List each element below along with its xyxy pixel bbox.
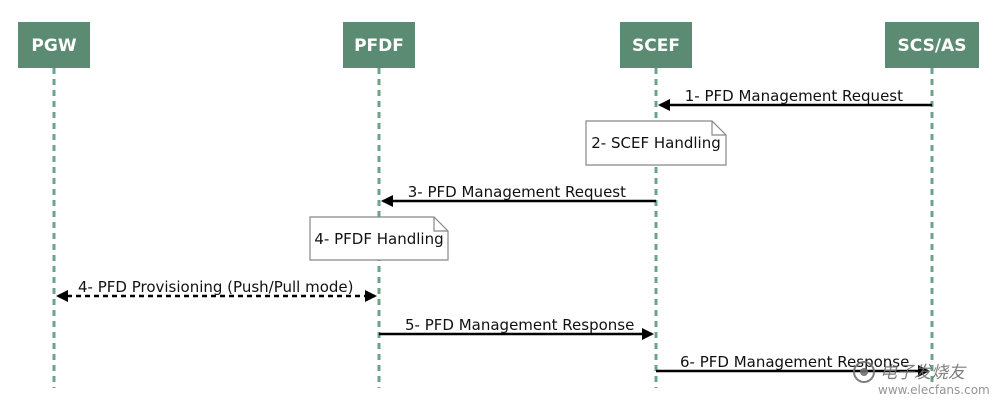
note-pfdf-handling: 4- PFDF Handling: [309, 216, 449, 261]
message-4-label: 4- PFD Provisioning (Push/Pull mode): [78, 278, 354, 296]
note-scef-handling: 2- SCEF Handling: [585, 120, 727, 166]
note-pfdf-handling-label: 4- PFDF Handling: [314, 230, 443, 248]
participant-pfdf: PFDF: [343, 22, 415, 68]
message-5: 5- PFD Management Response: [379, 316, 654, 340]
participant-scs-label: SCS/AS: [898, 36, 967, 56]
watermark: 电子发烧友 www.elecfans.com: [853, 361, 990, 397]
participant-pgw: PGW: [18, 22, 90, 68]
participant-scef-label: SCEF: [632, 36, 680, 56]
message-1-label: 1- PFD Management Request: [685, 87, 903, 105]
participant-pgw-label: PGW: [31, 36, 76, 56]
message-3-label: 3- PFD Management Request: [408, 183, 626, 201]
watermark-logo-text: 电子发烧友: [880, 363, 967, 383]
message-6-label: 6- PFD Management Response: [680, 353, 909, 371]
message-3: 3- PFD Management Request: [381, 183, 656, 207]
watermark-url: www.elecfans.com: [878, 383, 990, 397]
participant-pfdf-label: PFDF: [354, 36, 404, 56]
note-scef-handling-label: 2- SCEF Handling: [591, 134, 720, 152]
participant-scef: SCEF: [620, 22, 692, 68]
participant-scs: SCS/AS: [885, 22, 979, 68]
message-1: 1- PFD Management Request: [658, 87, 932, 111]
message-6: 6- PFD Management Response: [656, 353, 930, 377]
message-4: 4- PFD Provisioning (Push/Pull mode): [56, 278, 377, 302]
message-5-label: 5- PFD Management Response: [405, 316, 634, 334]
watermark-logo-icon: [853, 361, 875, 383]
